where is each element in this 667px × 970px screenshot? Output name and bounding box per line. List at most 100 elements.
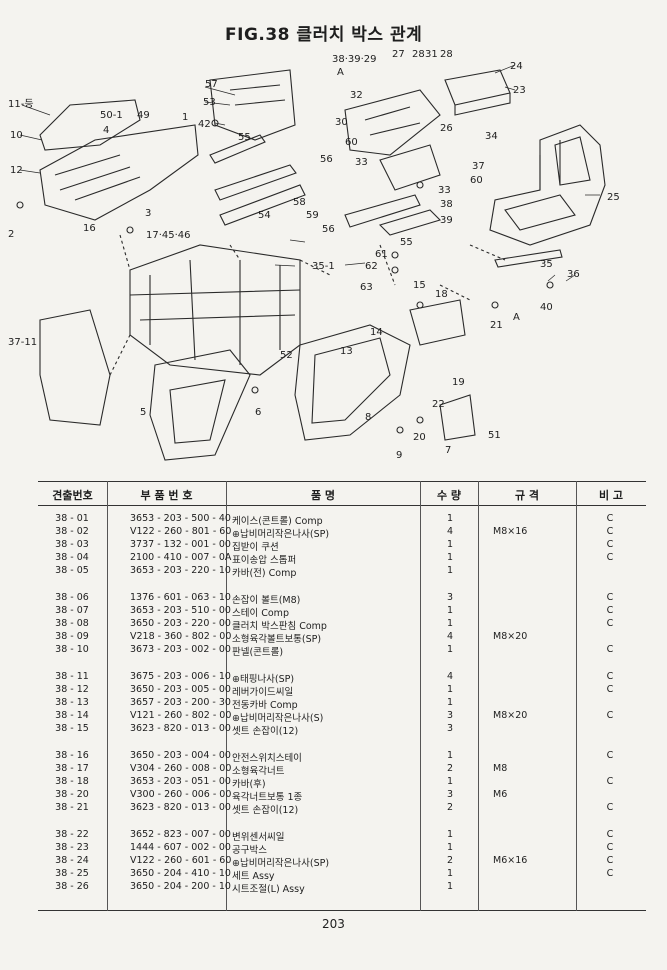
callout-label: 3 — [145, 208, 151, 219]
cell-note: C — [606, 552, 614, 563]
stay-bar-shape — [209, 134, 266, 164]
cell-qty: 2 — [446, 855, 454, 866]
callout-label: 38 — [440, 199, 453, 210]
cell-qty: 1 — [446, 829, 454, 840]
cell-note: C — [606, 802, 614, 813]
rear-cover-shape — [294, 324, 411, 441]
header-remarks: 비 고 — [598, 489, 624, 502]
tool-box-shape — [444, 69, 511, 106]
cell-name: 클러치 박스판침 Comp — [232, 621, 327, 632]
cell-no: 38 - 17 — [55, 763, 89, 774]
cell-spec: M6 — [493, 789, 508, 800]
callout-label: 37 — [472, 161, 485, 172]
cell-note: C — [606, 684, 614, 695]
cell-no: 38 - 23 — [55, 842, 89, 853]
callout-label: 40 — [540, 302, 553, 313]
cell-name: ⊕납비머리작은나사(SP) — [232, 858, 330, 869]
cell-name: 공구박스 — [232, 845, 267, 856]
callout-label: 28 — [412, 49, 425, 60]
cell-no: 38 - 25 — [55, 868, 89, 879]
cell-name: 케이스(콘트롤) Comp — [232, 516, 323, 527]
frame-bracket-shape — [209, 69, 296, 141]
cell-no: 38 - 08 — [55, 618, 89, 629]
cell-qty: 2 — [446, 763, 454, 774]
callout-label: 50-1 — [100, 110, 123, 121]
seat-shape — [489, 124, 606, 246]
cell-no: 38 - 07 — [55, 605, 89, 616]
cell-name: 손잡이 볼트(M8) — [232, 595, 301, 606]
callout-label: 55 — [238, 132, 251, 143]
cell-qty: 1 — [446, 552, 454, 563]
cell-no: 38 - 02 — [55, 526, 89, 537]
callout-label: 56 — [322, 224, 335, 235]
callout-label: 14 — [370, 327, 383, 338]
cell-part: V121 - 260 - 802 - 00 — [130, 710, 232, 721]
cell-name: 소형육각너트 — [232, 766, 285, 777]
cell-no: 38 - 04 — [55, 552, 89, 563]
cell-qty: 1 — [446, 605, 454, 616]
cell-part: 3650 - 204 - 410 - 10 — [130, 868, 231, 879]
cell-name: 집받이 쿠션 — [232, 542, 279, 553]
callout-label: 33 — [355, 157, 368, 168]
cell-name: 전동카바 Comp — [232, 700, 298, 711]
callout-label: 52 — [280, 350, 293, 361]
cell-note: C — [606, 671, 614, 682]
cell-name: 셋트 손잡이(12) — [232, 805, 299, 816]
cell-part: 1444 - 607 - 002 - 00 — [130, 842, 231, 853]
cell-no: 38 - 22 — [55, 829, 89, 840]
cell-part: 3675 - 203 - 006 - 10 — [130, 671, 231, 682]
cell-part: 2100 - 410 - 007 - 0A — [130, 552, 232, 563]
cell-note: C — [606, 539, 614, 550]
callout-label: 18 — [435, 289, 448, 300]
cell-no: 38 - 05 — [55, 565, 89, 576]
box-bracket-shape — [344, 89, 441, 156]
callout-label: 7 — [445, 445, 451, 456]
callout-label: 15 — [413, 280, 426, 291]
cell-note: C — [606, 776, 614, 787]
cell-name: 카바(후) — [232, 779, 266, 790]
callout-label: 61 — [375, 249, 388, 260]
cell-note: C — [606, 710, 614, 721]
cell-part: V122 - 260 - 801 - 60 — [130, 526, 232, 537]
cell-spec: M8 — [493, 763, 508, 774]
cell-part: 3650 - 203 - 004 - 00 — [130, 750, 231, 761]
cell-spec: M6×16 — [493, 855, 528, 866]
cell-note: C — [606, 526, 614, 537]
cell-part: 3653 - 203 - 051 - 00 — [130, 776, 231, 787]
page-number: 203 — [322, 917, 345, 931]
cell-part: V218 - 360 - 802 - 00 — [130, 631, 232, 642]
callout-marker: A — [337, 67, 344, 78]
callout-label: 37-11 — [8, 337, 37, 348]
cell-name: 변위센서씨일 — [232, 832, 285, 843]
callout-label: 38·39·29 — [332, 54, 377, 65]
callout-label: 31 — [425, 49, 438, 60]
cell-part: 3673 - 203 - 002 - 00 — [130, 644, 231, 655]
cell-name: ⊕납비머리작은나사(SP) — [232, 529, 330, 540]
cell-no: 38 - 24 — [55, 855, 89, 866]
callout-label: 53 — [203, 97, 216, 108]
seat-rail-shape — [494, 249, 563, 268]
callout-label: 63 — [360, 282, 373, 293]
cell-name: 안전스위치스테이 — [232, 753, 302, 764]
cell-no: 38 - 13 — [55, 697, 89, 708]
header-part-no: 부 품 번 호 — [140, 489, 193, 502]
cell-spec: M8×16 — [493, 526, 528, 537]
callout-label: 20 — [413, 432, 426, 443]
cell-part: 3653 - 203 - 220 - 10 — [130, 565, 231, 576]
callout-label: 2 — [8, 229, 14, 240]
cell-no: 38 - 20 — [55, 789, 89, 800]
callout-label: 58 — [293, 197, 306, 208]
lever-guide-shape — [214, 164, 297, 201]
